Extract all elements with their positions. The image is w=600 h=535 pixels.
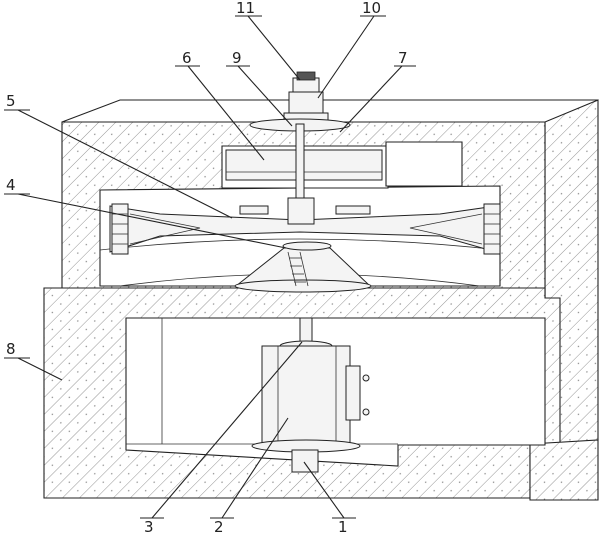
callout-1: 1 bbox=[338, 518, 348, 535]
callout-8: 8 bbox=[6, 340, 16, 358]
hub-block-left bbox=[239, 205, 269, 215]
foundation-top-face bbox=[61, 99, 599, 123]
rotor-arm bbox=[109, 197, 501, 255]
top-motor-assembly bbox=[225, 71, 383, 203]
callout-9: 9 bbox=[232, 49, 242, 67]
callout-10: 10 bbox=[362, 0, 381, 17]
cone-support bbox=[234, 241, 372, 293]
generator-unit bbox=[251, 317, 370, 473]
lower-shaft bbox=[299, 317, 313, 345]
callout-6: 6 bbox=[182, 49, 192, 67]
top-right-housing bbox=[385, 141, 463, 187]
callout-3: 3 bbox=[144, 518, 154, 535]
generator-foot bbox=[291, 449, 319, 473]
rotor-hub bbox=[287, 197, 315, 225]
cone-ladder bbox=[287, 251, 309, 287]
generator-terminal-box bbox=[345, 365, 361, 421]
callout-2: 2 bbox=[214, 518, 224, 535]
right-magnet-head bbox=[483, 203, 501, 255]
callout-4: 4 bbox=[6, 176, 16, 194]
foundation-lower-step bbox=[529, 439, 599, 501]
motor-body bbox=[288, 91, 324, 115]
main-shaft-top bbox=[295, 123, 305, 203]
callout-7: 7 bbox=[398, 49, 408, 67]
hub-block-right bbox=[335, 205, 371, 215]
callout-leaders bbox=[4, 15, 416, 519]
callout-5: 5 bbox=[6, 92, 16, 110]
callout-11: 11 bbox=[236, 0, 255, 17]
generator-housing bbox=[261, 345, 351, 447]
left-magnet-head bbox=[111, 203, 129, 255]
callout-labels: 11 10 6 9 7 5 4 8 3 2 1 bbox=[6, 0, 408, 535]
